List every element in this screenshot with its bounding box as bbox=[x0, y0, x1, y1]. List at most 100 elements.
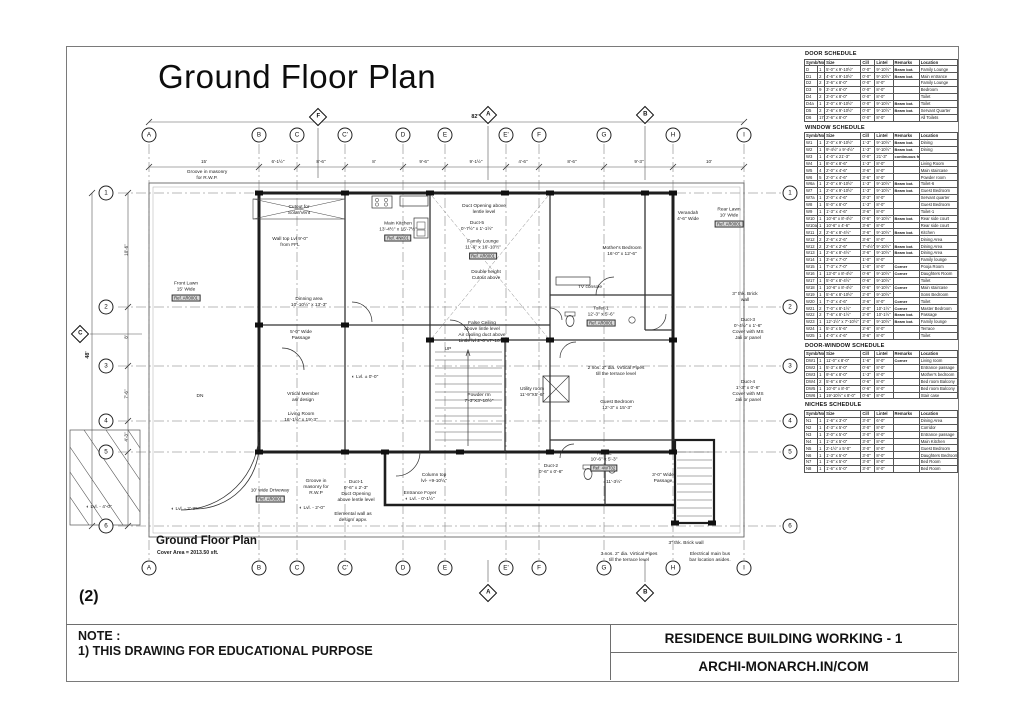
schedule-cell: 1 bbox=[817, 65, 826, 74]
schedule-cell: 8'-0" bbox=[874, 458, 894, 467]
schedule-cell bbox=[892, 86, 920, 94]
schedule-cell: N2 bbox=[803, 423, 819, 432]
schedule-cell: Rear side court bbox=[918, 221, 959, 230]
schedule-cell: 5'-3" x 8'-0" bbox=[824, 364, 862, 372]
schedule-cell: 1 bbox=[817, 180, 826, 189]
schedule-cell: 2'-0" bbox=[860, 290, 876, 299]
schedule-cell: W12 bbox=[803, 242, 819, 251]
schedule-cell: D4 bbox=[803, 92, 819, 101]
schedule-cell: 2'-0" bbox=[860, 311, 876, 320]
schedule-cell: D1 bbox=[803, 72, 819, 81]
plan-label: Duct-1 0'-6" x 2'-3" Duct Opening above … bbox=[337, 480, 375, 503]
schedule-cell: 1 bbox=[817, 249, 826, 258]
schedule-cell: 10'-6" x 4'-6" bbox=[824, 221, 862, 230]
schedule-cell: W7 bbox=[803, 187, 819, 196]
schedule-cell: Dining Area bbox=[918, 242, 959, 251]
schedule-cell: 2'-0" x 4'-6" bbox=[824, 166, 862, 175]
schedule-title: DOOR SCHEDULE bbox=[805, 51, 857, 57]
schedule-cell: 3'-0" x 8'-0" bbox=[824, 92, 862, 101]
schedule-cell: 5'-0" x 8'-0" bbox=[824, 200, 862, 209]
grid-bubble-number: 2 bbox=[98, 299, 114, 315]
reference-chip: Ref. AR0001 bbox=[468, 252, 498, 260]
schedule-cell: 0'-6" bbox=[860, 364, 876, 372]
schedule-cell: Dining Area bbox=[918, 235, 959, 244]
schedule-cell: W10 bbox=[803, 214, 819, 223]
schedule-cell: 11'-0" x 8'-0" bbox=[824, 357, 862, 366]
grid-bubble-number: 4 bbox=[98, 413, 114, 429]
schedule-cell bbox=[892, 324, 920, 333]
grid-bubble-number: 6 bbox=[782, 518, 798, 534]
dimension-text: 8' bbox=[372, 159, 376, 164]
schedule-cell: 2'-6" bbox=[860, 324, 876, 333]
plan-label: Duct-5 0'-7½" x 1'-1½" bbox=[460, 221, 494, 232]
schedule-cell: 7'-3" x 7'-0" bbox=[824, 262, 862, 271]
schedule-cell: 10'-6" x 8'-4½" bbox=[824, 283, 862, 292]
schedule-cell: Sons Bedroom bbox=[918, 290, 959, 299]
schedule-cell bbox=[892, 290, 920, 299]
plan-label: 10' wide Driveway Ref. AR0001 bbox=[250, 488, 290, 503]
schedule-cell: Master Bedroom bbox=[918, 304, 959, 313]
schedule-cell: 8'-0" bbox=[874, 297, 894, 306]
schedule-cell: 1 bbox=[817, 221, 826, 230]
schedule-cell: Entrance passage bbox=[918, 364, 959, 372]
schedule-cell: 0'-6" bbox=[860, 269, 876, 278]
schedule-cell: DW5 bbox=[803, 384, 819, 393]
schedule-cell: W2 bbox=[803, 145, 819, 154]
plan-label: 3" thk. Brick wall bbox=[732, 292, 758, 303]
grid-bubble-number: 5 bbox=[782, 444, 798, 460]
grid-bubble-letter: G bbox=[596, 560, 612, 576]
schedule-cell: 1 bbox=[817, 318, 826, 326]
schedule-cell: 2'-6" x 2'-6" bbox=[824, 242, 862, 251]
schedule-cell: W25 bbox=[803, 331, 819, 340]
schedule-cell: 13'-0" x 8'-4½" bbox=[824, 269, 862, 278]
schedule-cell: Pooja Room bbox=[918, 262, 959, 271]
schedule-cell bbox=[892, 416, 920, 425]
plan-label: Groove in masonry for R.W.P. bbox=[186, 170, 228, 181]
schedule-cell bbox=[892, 437, 920, 446]
schedule-header-cell: Symb/No. bbox=[803, 350, 826, 359]
schedule-cell: 2 bbox=[817, 72, 826, 81]
section-marker-label: C bbox=[78, 330, 83, 337]
schedule-cell: Beam bot. bbox=[892, 145, 920, 154]
schedule-cell: 9'-10½" bbox=[874, 228, 894, 237]
plan-label: Mother's Bedroom 16'-0" x 12'-6" bbox=[602, 246, 642, 257]
schedule-cell: N7 bbox=[803, 458, 819, 467]
schedule-cell: 9'-10½" bbox=[874, 65, 894, 74]
plan-label: 11'-3½" bbox=[606, 480, 622, 486]
schedule-cell: Beam bot. bbox=[892, 138, 920, 147]
schedule-cell: Family lounge bbox=[918, 256, 959, 264]
schedule-cell: Servant quarter bbox=[918, 194, 959, 202]
plan-caption: Ground Floor Plan bbox=[156, 535, 257, 547]
schedule-cell: 8'-0" bbox=[874, 465, 894, 473]
schedule-cell: 3'-6" bbox=[860, 235, 876, 244]
schedule-cell: 8'-0" bbox=[874, 173, 894, 182]
schedule-cell: W12 bbox=[803, 235, 819, 244]
schedule-cell: 8'-0" bbox=[874, 331, 894, 340]
schedule-cell: 9'-10½" bbox=[874, 99, 894, 108]
note-label: NOTE : bbox=[78, 629, 121, 643]
schedule-cell: 1'-3" bbox=[860, 145, 876, 154]
schedule-cell: 9'-10½" bbox=[874, 145, 894, 154]
schedule-cell bbox=[892, 458, 920, 467]
schedule-cell: Corner bbox=[892, 269, 920, 278]
schedule-cell: 0'-0" bbox=[860, 152, 876, 161]
schedule-header-cell: Remarks bbox=[892, 132, 920, 140]
schedule-cell: 1 bbox=[817, 430, 826, 439]
schedule-cell bbox=[892, 200, 920, 209]
schedule-cell: 0'-0" bbox=[860, 86, 876, 94]
schedule-cell bbox=[892, 256, 920, 264]
plan-label: 2 nos. 2" dia. Virtical Pipes till the t… bbox=[587, 366, 645, 377]
schedule-cell: 9'-4½" x 9'-4½" bbox=[824, 145, 862, 154]
plan-label: Groove in masonry for R.W.P bbox=[303, 479, 329, 496]
dimension-text: 9'-6" bbox=[419, 159, 429, 164]
schedule-cell bbox=[892, 451, 920, 460]
plan-label: 3" thk. Brick wall bbox=[668, 541, 704, 547]
